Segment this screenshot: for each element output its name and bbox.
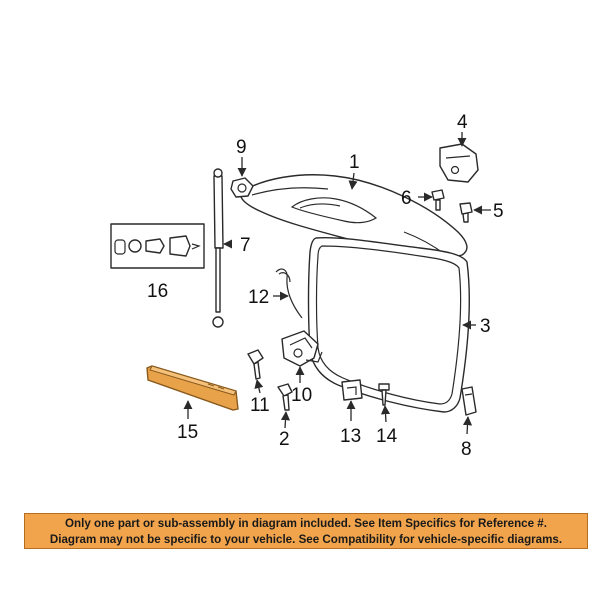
bolt-5-part <box>459 202 473 223</box>
weatherstrip-seal-part <box>307 236 470 413</box>
molding-part-highlighted <box>146 365 239 411</box>
disclaimer-banner: Only one part or sub-assembly in diagram… <box>24 513 588 549</box>
disclaimer-line-1: Only one part or sub-assembly in diagram… <box>65 517 547 530</box>
bolt-11-part <box>247 349 264 380</box>
screw-14-part <box>378 383 390 406</box>
callout-2: 2 <box>279 429 290 450</box>
lock-cylinder-kit-part <box>110 223 205 269</box>
callout-4: 4 <box>457 112 468 133</box>
latch-part <box>281 330 323 367</box>
callout-8: 8 <box>461 439 472 460</box>
callout-13: 13 <box>340 426 361 447</box>
disclaimer-line-2: Diagram may not be specific to your vehi… <box>49 533 563 546</box>
callout-3: 3 <box>480 316 491 337</box>
callout-9: 9 <box>236 137 247 158</box>
callout-labels: 9 1 4 6 5 7 16 12 3 10 11 2 13 14 8 15 <box>147 112 504 460</box>
leader-lines <box>183 132 491 435</box>
hinge-part <box>439 143 479 183</box>
callout-5: 5 <box>493 201 504 222</box>
callout-7: 7 <box>240 235 251 256</box>
callout-16: 16 <box>147 281 168 302</box>
callout-1: 1 <box>349 152 360 173</box>
callout-14: 14 <box>376 426 398 447</box>
callout-11: 11 <box>250 395 270 416</box>
bolt-6-part <box>431 189 445 211</box>
lift-support-strut-part <box>212 168 224 328</box>
bolt-2-part <box>277 383 293 411</box>
striker-part <box>341 379 363 401</box>
callout-6: 6 <box>401 188 412 209</box>
callout-15: 15 <box>177 422 198 443</box>
latch-rod-part <box>275 268 303 319</box>
bumper-part <box>461 386 477 416</box>
ball-stud-part <box>230 177 254 198</box>
liftgate-part <box>239 174 468 263</box>
callout-10: 10 <box>291 385 312 406</box>
callout-12: 12 <box>248 287 269 308</box>
